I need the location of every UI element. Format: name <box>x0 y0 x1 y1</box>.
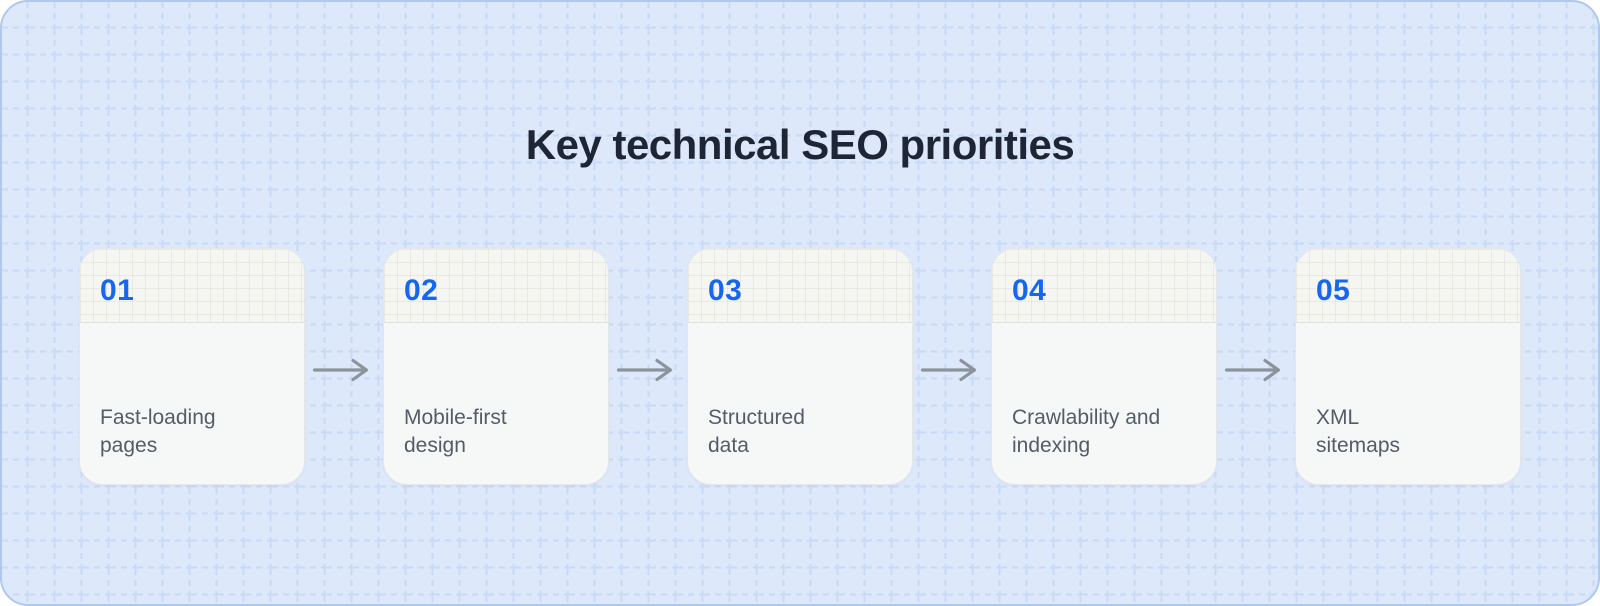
step-card-3: 03 Structured data <box>687 248 913 485</box>
step-card-body: Mobile-first design <box>384 323 608 484</box>
page-title: Key technical SEO priorities <box>525 121 1075 168</box>
step-number: 03 <box>708 273 743 307</box>
step-label: Fast-loading pages <box>100 406 216 457</box>
step-label: XML sitemaps <box>1316 406 1401 457</box>
step-number: 05 <box>1316 273 1351 307</box>
step-label: Structured data <box>708 406 805 457</box>
step-card-header: 02 <box>384 249 608 323</box>
steps-row: 01 Fast-loading pages 02 Mobile-first de… <box>79 248 1521 485</box>
step-card-body: Structured data <box>688 323 912 484</box>
step-label: Crawlability and indexing <box>1012 406 1161 457</box>
connector-3-4 <box>913 248 991 485</box>
step-number: 01 <box>100 273 135 307</box>
step-card-body: Fast-loading pages <box>80 323 304 484</box>
step-card-5: 05 XML sitemaps <box>1295 248 1521 485</box>
arrow-right-icon <box>617 358 673 382</box>
arrow-right-icon <box>921 358 977 382</box>
step-card-header: 04 <box>992 249 1216 323</box>
step-card-body: Crawlability and indexing <box>992 323 1216 484</box>
step-number: 04 <box>1012 273 1047 307</box>
step-label: Mobile-first design <box>404 406 507 457</box>
connector-2-3 <box>609 248 687 485</box>
connector-4-5 <box>1217 248 1295 485</box>
step-card-1: 01 Fast-loading pages <box>79 248 305 485</box>
step-number: 02 <box>404 273 439 307</box>
arrow-right-icon <box>313 358 369 382</box>
step-card-header: 03 <box>688 249 912 323</box>
step-card-body: XML sitemaps <box>1296 323 1520 484</box>
arrow-right-icon <box>1225 358 1281 382</box>
connector-1-2 <box>305 248 383 485</box>
step-card-4: 04 Crawlability and indexing <box>991 248 1217 485</box>
step-card-2: 02 Mobile-first design <box>383 248 609 485</box>
step-card-header: 05 <box>1296 249 1520 323</box>
step-card-header: 01 <box>80 249 304 323</box>
